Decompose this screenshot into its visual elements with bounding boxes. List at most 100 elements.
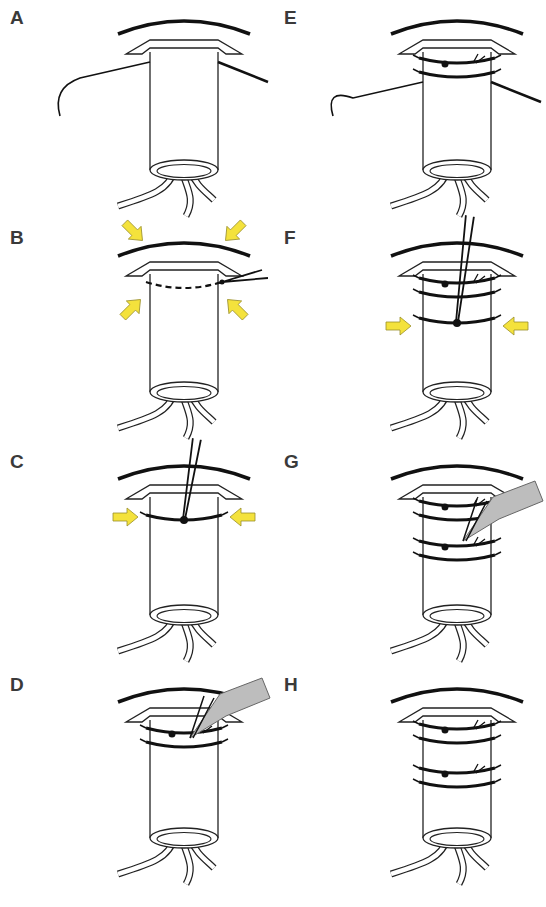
- suture-ring: [419, 292, 495, 297]
- suture-end: [413, 765, 419, 768]
- suture-tail: [473, 274, 485, 283]
- compression-arrow: [219, 216, 249, 246]
- suture-ring: [419, 58, 495, 63]
- flange: [399, 262, 515, 276]
- panel-letter: E: [284, 8, 297, 27]
- compression-arrow: [118, 216, 148, 246]
- tube-opening: [423, 605, 491, 625]
- suture-end: [222, 739, 228, 742]
- cap-arc: [391, 21, 523, 34]
- scissors-blade: [190, 678, 270, 738]
- suture-ring: [419, 555, 495, 560]
- suture-knot: [442, 504, 449, 511]
- suture-knot: [442, 544, 449, 551]
- suture-knot: [169, 731, 176, 738]
- tube-body: [150, 272, 218, 392]
- tube-opening: [150, 828, 218, 848]
- tube-body: [423, 50, 491, 170]
- suture-ring: [146, 742, 222, 747]
- panel-letter: A: [10, 8, 24, 27]
- tube-side: [149, 52, 150, 170]
- suture-ring: [419, 738, 495, 743]
- cap-arc: [118, 21, 250, 34]
- forceps: [183, 437, 201, 519]
- planned-suture: [146, 282, 222, 288]
- suture-end: [495, 552, 501, 555]
- tube-lumen: [430, 610, 484, 623]
- panel-letter: G: [284, 452, 299, 471]
- suture-end: [413, 289, 419, 292]
- suture-knot: [442, 281, 449, 288]
- curved-needle: [331, 82, 423, 116]
- forceps-gap: [465, 214, 475, 216]
- suture-ring: [419, 72, 495, 77]
- forceps: [190, 696, 214, 738]
- suture-end: [413, 538, 419, 541]
- suture-end: [495, 735, 501, 738]
- suture-knot: [442, 771, 449, 778]
- tube-opening: [150, 160, 218, 180]
- procedure-step: [391, 466, 543, 661]
- suture-knot: [442, 727, 449, 734]
- flange: [126, 40, 242, 54]
- tube-lumen: [157, 833, 211, 846]
- suture-end: [495, 275, 501, 278]
- compression-arrow: [503, 317, 528, 335]
- cap-arc: [118, 243, 250, 256]
- compression-arrow: [221, 293, 251, 323]
- procedure-step: [58, 21, 268, 216]
- panel-letter: F: [284, 228, 296, 247]
- tube-lumen: [157, 610, 211, 623]
- procedure-step: [113, 437, 255, 661]
- cap-arc: [118, 466, 250, 479]
- suture-end: [413, 275, 419, 278]
- suture-end: [222, 512, 228, 515]
- suture-end: [413, 721, 419, 724]
- tube-body: [150, 50, 218, 170]
- suture-ring: [419, 768, 495, 773]
- procedure-step: [386, 214, 528, 438]
- tube-opening: [423, 382, 491, 402]
- procedure-step: [116, 216, 268, 438]
- panel-letter: B: [10, 228, 24, 247]
- suture-end: [413, 735, 419, 738]
- tube-side: [149, 720, 150, 838]
- tube-side: [217, 274, 218, 392]
- tube-side: [422, 52, 423, 170]
- suture-end: [495, 69, 501, 72]
- suture-end: [413, 552, 419, 555]
- tube-opening: [150, 382, 218, 402]
- flange: [399, 40, 515, 54]
- tube-lumen: [157, 165, 211, 178]
- tube-body: [423, 272, 491, 392]
- tube-lumen: [157, 387, 211, 400]
- tube-opening: [150, 605, 218, 625]
- panel-letter: H: [284, 675, 298, 694]
- suture-ring: [419, 541, 495, 546]
- compression-arrow: [113, 508, 138, 526]
- suture-end: [413, 69, 419, 72]
- suture-tail: [473, 764, 485, 773]
- suture-end: [495, 315, 501, 318]
- forceps-gap: [192, 437, 202, 439]
- suture-end: [413, 315, 419, 318]
- flange: [399, 708, 515, 722]
- tube-lumen: [430, 387, 484, 400]
- suture-thread: [218, 62, 268, 82]
- tube-side: [217, 52, 218, 170]
- suture-end: [140, 725, 146, 728]
- suture-tail: [473, 720, 485, 729]
- suture-end: [495, 55, 501, 58]
- suture-end: [495, 765, 501, 768]
- cap-arc: [391, 689, 523, 702]
- tube-lumen: [430, 833, 484, 846]
- panel-letter: D: [10, 675, 24, 694]
- forceps: [456, 214, 474, 322]
- suture-tail: [473, 54, 485, 63]
- forceps: [463, 499, 487, 541]
- suture-end: [413, 498, 419, 501]
- suture-ring: [419, 278, 495, 283]
- cap-arc: [391, 243, 523, 256]
